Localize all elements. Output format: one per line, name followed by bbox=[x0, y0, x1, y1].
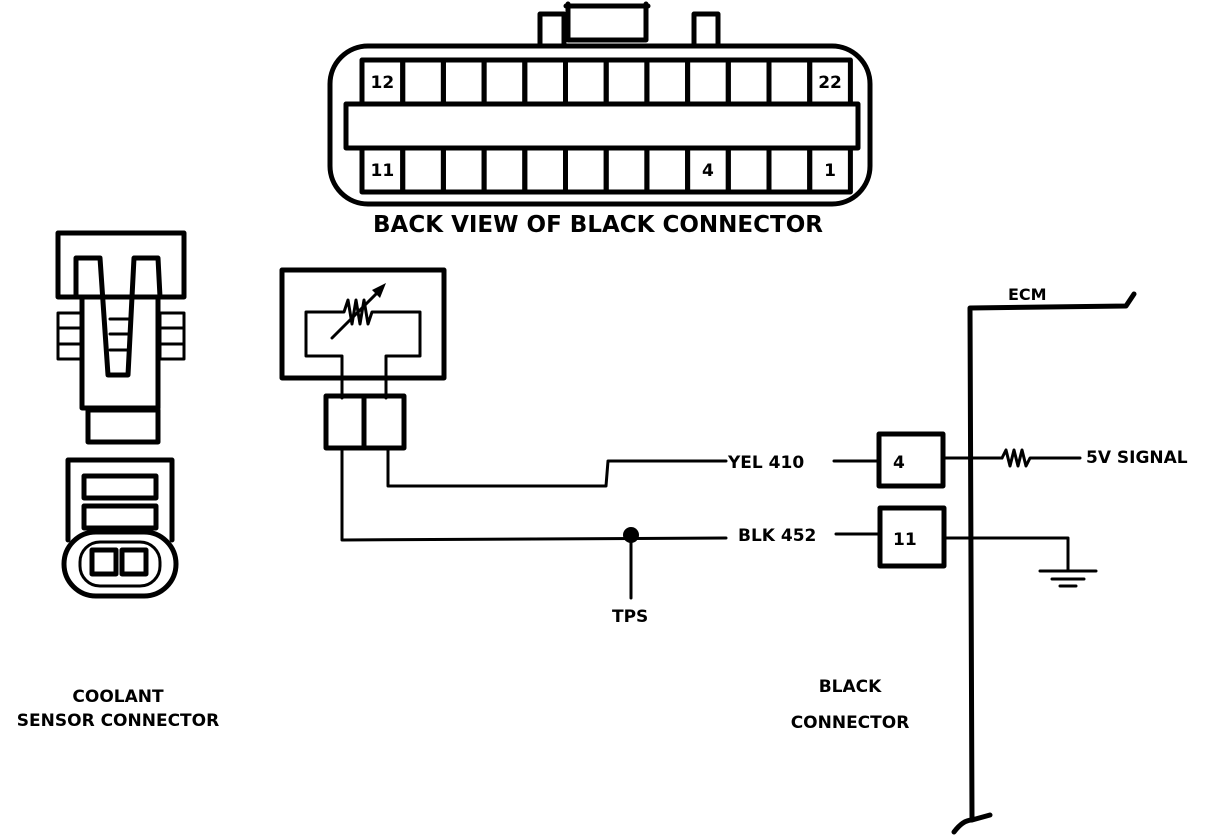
tps-resistor-circuit bbox=[304, 298, 422, 400]
coolant-sensor-connector: COOLANT SENSOR CONNECTOR bbox=[17, 230, 219, 731]
bottom-pin-row: 11 4 1 bbox=[359, 145, 853, 195]
ecm-boundary bbox=[951, 291, 1137, 835]
wire-pin11-to-ground bbox=[942, 536, 1070, 573]
top-row-cavity bbox=[603, 57, 650, 107]
bottom-row-cavity bbox=[563, 145, 609, 195]
top-row-cavity bbox=[766, 57, 813, 107]
bottom-row-cavity bbox=[481, 145, 528, 195]
bottom-row-cavity bbox=[400, 145, 446, 195]
variable-resistor-icon bbox=[330, 283, 386, 340]
bottom-row-cavity bbox=[725, 145, 772, 195]
wire-label-yel-410: YEL 410 bbox=[727, 453, 804, 473]
coolant-connector-terminal-2 bbox=[119, 547, 149, 577]
wire-label-blk-452: BLK 452 bbox=[738, 526, 816, 546]
black-connector-label-line2: CONNECTOR bbox=[791, 713, 910, 733]
wires: YEL 410 TPS BLK 452 bbox=[340, 446, 880, 627]
connector-shell bbox=[327, 43, 873, 207]
ecm-pin-11-label: 11 bbox=[893, 530, 917, 550]
tps-label: TPS bbox=[612, 607, 648, 627]
coolant-connector-terminal-1 bbox=[89, 547, 119, 577]
top-row-cavity bbox=[481, 57, 528, 107]
pin-number-12: 12 bbox=[371, 73, 395, 93]
bottom-row-cavity bbox=[440, 145, 487, 195]
top-row-cavity bbox=[644, 57, 691, 107]
top-row-cavity bbox=[807, 57, 853, 107]
connector-tab-right bbox=[691, 11, 721, 49]
bottom-row-cavity bbox=[522, 145, 568, 195]
ecm-pin-4-box bbox=[876, 431, 946, 489]
connector-center-bar bbox=[343, 101, 861, 151]
bottom-row-cavity bbox=[807, 145, 853, 195]
black-connector-label-line1: BLACK bbox=[819, 677, 882, 697]
coolant-connector-slot-2 bbox=[81, 503, 159, 531]
five-volt-signal-label: 5V SIGNAL bbox=[1086, 448, 1188, 468]
bottom-row-cavity bbox=[644, 145, 691, 195]
ecm-side: 4 11 ECM 5V SIGNAL BLACK CONNECTOR bbox=[791, 285, 1188, 835]
pin-number-4: 4 bbox=[702, 161, 714, 181]
ground-icon bbox=[1038, 569, 1098, 588]
coolant-connector-oval-inner bbox=[78, 540, 162, 588]
coolant-label-line1: COOLANT bbox=[72, 687, 164, 707]
resistor-icon bbox=[1000, 448, 1082, 468]
pin-number-11: 11 bbox=[371, 161, 395, 181]
tps-housing bbox=[279, 267, 447, 381]
coolant-connector-ribs bbox=[56, 311, 186, 361]
ecm-label: ECM bbox=[1008, 285, 1047, 304]
top-row-cavity bbox=[522, 57, 568, 107]
black-connector-back-view: 12 22 11 4 1 BACK VIEW OF BLACK CONNECTOR bbox=[327, 1, 873, 238]
top-row-cavity bbox=[400, 57, 446, 107]
bottom-row-cavity bbox=[766, 145, 813, 195]
top-row-cavity bbox=[440, 57, 487, 107]
wire-blk-452 bbox=[340, 446, 728, 542]
wire-yel-410 bbox=[386, 446, 728, 488]
top-row-cavity bbox=[563, 57, 609, 107]
black-connector-title: BACK VIEW OF BLACK CONNECTOR bbox=[373, 212, 823, 238]
connector-tab-left bbox=[537, 11, 567, 49]
coolant-connector-slot-1 bbox=[81, 473, 159, 501]
tps-sensor bbox=[279, 267, 447, 451]
coolant-connector-face bbox=[65, 457, 175, 543]
connector-latch bbox=[563, 1, 651, 43]
coolant-label-line2: SENSOR CONNECTOR bbox=[17, 711, 219, 731]
top-row-cavity bbox=[685, 57, 731, 107]
coolant-connector-u-channel bbox=[73, 255, 163, 378]
pin-number-22: 22 bbox=[818, 73, 842, 93]
coolant-connector-cap bbox=[55, 230, 187, 300]
ecm-pin-4-label: 4 bbox=[893, 453, 905, 473]
coolant-connector-oval-outer bbox=[61, 529, 179, 599]
coolant-connector-stub bbox=[85, 407, 161, 445]
top-pin-row: 12 22 bbox=[359, 57, 853, 107]
bottom-row-cavity bbox=[603, 145, 650, 195]
pin-number-1: 1 bbox=[824, 161, 836, 181]
top-row-cavity bbox=[725, 57, 772, 107]
coolant-connector-body bbox=[79, 294, 161, 411]
